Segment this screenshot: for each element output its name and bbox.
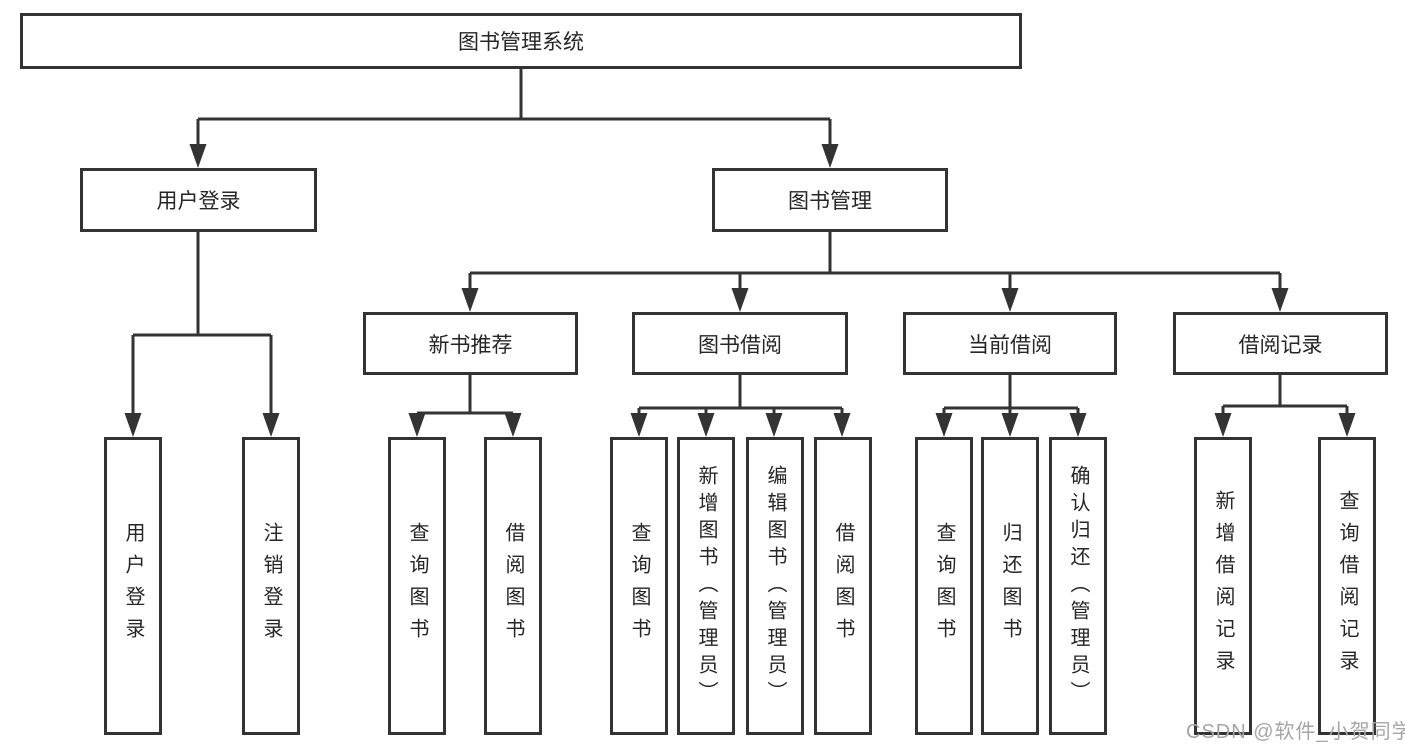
leaf-query-borrow-record: 查询借阅记录 (1318, 437, 1376, 735)
leaf-borrow-books-borrowing: 借阅图书 (814, 437, 872, 735)
leaf-add-books-admin: 新增图书（管理员） (677, 437, 735, 735)
leaf-label: 新增图书（管理员） (695, 464, 717, 708)
node-label: 新书推荐 (428, 333, 513, 357)
node-label: 当前借阅 (968, 333, 1052, 357)
leaf-label: 新增借阅记录 (1212, 490, 1234, 682)
csdn-watermark: CSDN @软件_小贺同学 (1186, 721, 1405, 743)
node-label: 用户登录 (156, 190, 241, 213)
leaf-confirm-return-admin: 确认归还（管理员） (1049, 437, 1107, 735)
node-user-login: 用户登录 (80, 168, 317, 232)
leaf-label: 查询图书 (406, 522, 428, 650)
leaf-return-books: 归还图书 (981, 437, 1039, 735)
leaf-query-books-recommend: 查询图书 (388, 437, 446, 735)
leaf-borrow-books-recommend: 借阅图书 (484, 437, 542, 735)
node-new-book-recommend: 新书推荐 (363, 312, 578, 375)
connector-lines (131, 69, 1349, 416)
node-book-borrowing: 图书借阅 (632, 312, 848, 375)
node-label: 图书管理系统 (458, 31, 584, 54)
node-label: 借阅记录 (1238, 333, 1323, 357)
leaf-user-login: 用户登录 (104, 437, 162, 735)
leaf-label: 编辑图书（管理员） (764, 464, 786, 708)
leaf-label: 确认归还（管理员） (1067, 464, 1089, 708)
node-label: 图书借阅 (698, 333, 782, 357)
leaf-label: 借阅图书 (502, 522, 524, 650)
leaf-label: 查询图书 (933, 522, 955, 650)
leaf-label: 借阅图书 (832, 522, 854, 650)
node-borrowing-records: 借阅记录 (1173, 312, 1388, 375)
leaf-label: 查询借阅记录 (1336, 490, 1358, 682)
leaf-query-books-borrowing: 查询图书 (610, 437, 668, 735)
leaf-label: 查询图书 (628, 522, 650, 650)
leaf-label: 用户登录 (122, 522, 144, 650)
node-book-management: 图书管理 (712, 168, 948, 232)
leaf-label: 注销登录 (260, 522, 282, 650)
leaf-logout: 注销登录 (242, 437, 300, 735)
leaf-edit-books-admin: 编辑图书（管理员） (746, 437, 804, 735)
leaf-add-borrow-record: 新增借阅记录 (1194, 437, 1252, 735)
leaf-query-books-current: 查询图书 (915, 437, 973, 735)
node-library-system: 图书管理系统 (20, 13, 1022, 69)
arrowheads (124, 144, 1356, 437)
node-label: 图书管理 (788, 190, 872, 213)
node-current-borrowing: 当前借阅 (903, 312, 1117, 375)
leaf-label: 归还图书 (999, 522, 1021, 650)
